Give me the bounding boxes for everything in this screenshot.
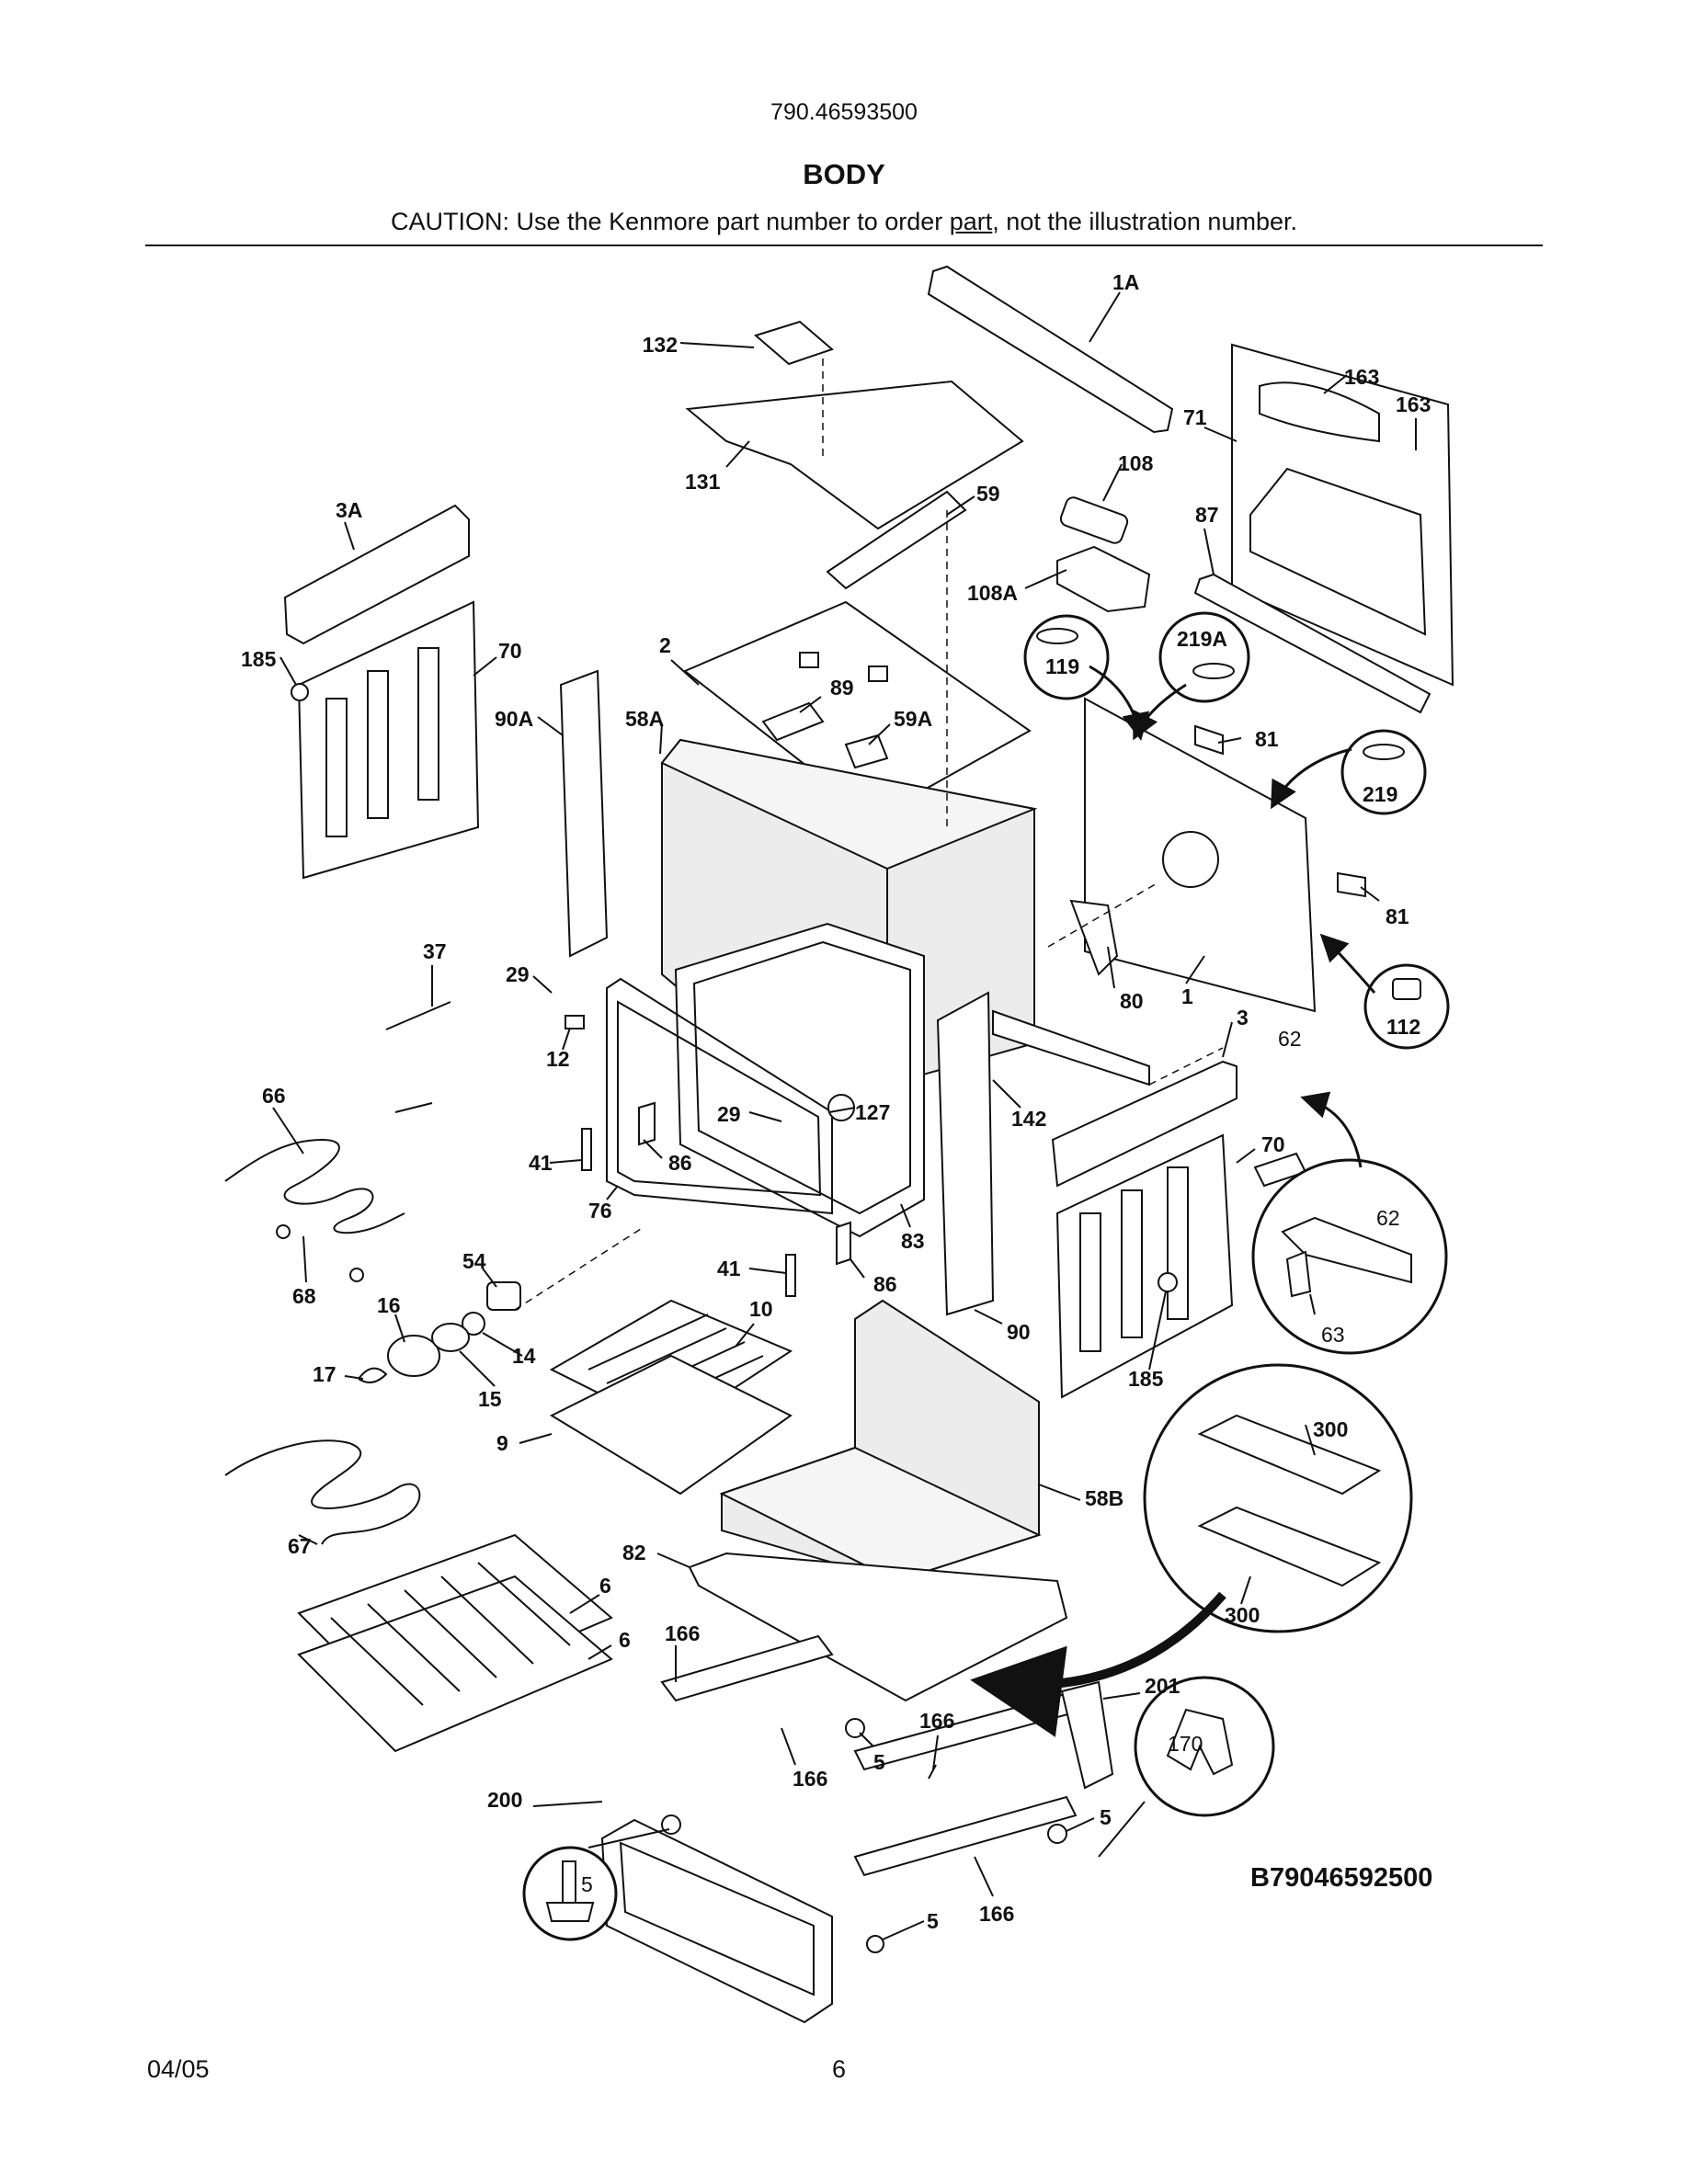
callout-14: 14 <box>512 1344 536 1368</box>
callout-3: 3 <box>1237 1006 1249 1029</box>
callout-76: 76 <box>588 1199 612 1223</box>
callout-300: 300 <box>1313 1417 1348 1441</box>
callout-170: 170 <box>1168 1732 1203 1756</box>
callout-112: 112 <box>1386 1015 1420 1039</box>
callout-219A: 219A <box>1177 627 1227 651</box>
arrows <box>970 665 1376 1737</box>
callout-9: 9 <box>496 1431 508 1455</box>
callout-131: 131 <box>685 470 721 494</box>
callout-54: 54 <box>462 1249 486 1273</box>
callout-166: 166 <box>979 1902 1014 1926</box>
callout-5: 5 <box>1100 1805 1112 1829</box>
callout-81: 81 <box>1386 904 1409 928</box>
callout-5: 5 <box>873 1750 885 1774</box>
callout-62: 62 <box>1376 1206 1400 1230</box>
callout-labels: 1A 132 163 163 71 131 108 59 3A 87 108A … <box>241 270 1432 1933</box>
callout-86: 86 <box>873 1272 897 1296</box>
callout-86: 86 <box>668 1151 692 1175</box>
callout-163: 163 <box>1344 365 1379 389</box>
callout-108A: 108A <box>967 581 1018 605</box>
caution-part-link: part <box>949 208 993 235</box>
section-title: BODY <box>803 158 885 190</box>
caution-text-end: , not the illustration number. <box>992 208 1297 235</box>
callout-119: 119 <box>1045 654 1079 678</box>
callout-163: 163 <box>1396 392 1431 416</box>
callout-1: 1 <box>1181 984 1193 1008</box>
callout-41: 41 <box>529 1151 553 1175</box>
drawing-code: B79046592500 <box>1250 1863 1432 1893</box>
callout-3A: 3A <box>336 498 362 522</box>
callout-62: 62 <box>1278 1027 1302 1051</box>
callout-67: 67 <box>288 1534 312 1558</box>
leader-lines <box>272 291 1417 1940</box>
callout-219: 219 <box>1363 782 1397 806</box>
callout-83: 83 <box>901 1229 925 1253</box>
callout-90: 90 <box>1007 1320 1031 1344</box>
callout-10: 10 <box>749 1297 773 1321</box>
callout-58B: 58B <box>1085 1486 1123 1510</box>
footer-page-number: 6 <box>832 2055 847 2083</box>
callout-15: 15 <box>478 1387 502 1411</box>
callout-132: 132 <box>643 333 678 357</box>
callout-80: 80 <box>1120 989 1144 1013</box>
callout-1A: 1A <box>1112 270 1139 294</box>
callout-68: 68 <box>292 1284 316 1308</box>
model-number: 790.46593500 <box>770 99 918 125</box>
callout-17: 17 <box>313 1362 336 1386</box>
callout-66: 66 <box>262 1084 286 1108</box>
callout-166: 166 <box>665 1621 700 1645</box>
callout-71: 71 <box>1183 405 1207 429</box>
footer-date: 04/05 <box>147 2055 210 2083</box>
callout-142: 142 <box>1011 1107 1046 1131</box>
callout-108: 108 <box>1118 451 1154 475</box>
callout-59: 59 <box>976 482 1000 506</box>
callout-185: 185 <box>1128 1367 1164 1391</box>
callout-166: 166 <box>793 1767 827 1791</box>
callout-16: 16 <box>377 1293 401 1317</box>
caution-text: CAUTION: Use the Kenmore part number to … <box>391 208 950 235</box>
callout-29: 29 <box>506 962 530 986</box>
callout-185: 185 <box>241 647 277 671</box>
callout-300: 300 <box>1225 1603 1260 1627</box>
callout-89: 89 <box>830 676 854 700</box>
callout-6: 6 <box>619 1628 631 1652</box>
callout-82: 82 <box>622 1541 646 1564</box>
callout-5: 5 <box>927 1909 939 1933</box>
callout-5: 5 <box>581 1872 593 1896</box>
callout-87: 87 <box>1195 503 1219 527</box>
callout-200: 200 <box>487 1788 522 1812</box>
callout-90A: 90A <box>495 707 533 731</box>
callout-166: 166 <box>919 1709 954 1733</box>
dashed-guides <box>514 358 1224 1311</box>
callout-201: 201 <box>1145 1674 1180 1698</box>
callout-70: 70 <box>498 639 522 663</box>
callout-6: 6 <box>599 1574 611 1598</box>
parts-drawings <box>224 265 1454 2024</box>
callout-81: 81 <box>1255 727 1279 751</box>
header-rule <box>145 245 1543 246</box>
callout-12: 12 <box>546 1047 570 1071</box>
caution-notice: CAUTION: Use the Kenmore part number to … <box>0 208 1688 236</box>
callout-2: 2 <box>659 633 671 657</box>
callout-127: 127 <box>855 1100 890 1124</box>
callout-41: 41 <box>717 1257 741 1280</box>
callout-59A: 59A <box>894 707 932 731</box>
callout-70: 70 <box>1261 1132 1285 1156</box>
callout-58A: 58A <box>625 707 664 731</box>
callout-37: 37 <box>423 939 447 963</box>
callout-63: 63 <box>1321 1323 1345 1347</box>
callout-29: 29 <box>717 1102 741 1126</box>
